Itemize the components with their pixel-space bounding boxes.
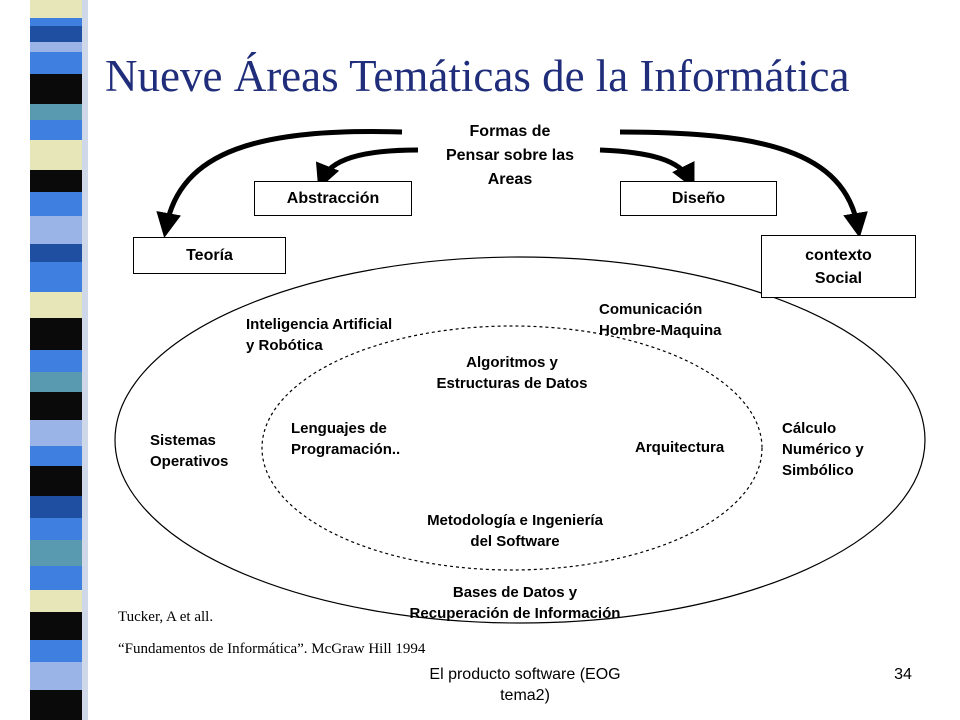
stripe-block xyxy=(30,170,82,192)
stripe-block xyxy=(30,372,82,392)
stripe-block xyxy=(30,0,82,18)
arrow-to-contexto xyxy=(619,129,868,238)
inner-dashed-ellipse xyxy=(261,325,763,571)
stripe-block xyxy=(30,540,82,566)
stripe-block xyxy=(30,420,82,446)
stripe-shadow xyxy=(82,446,88,466)
stripe-shadow xyxy=(82,392,88,420)
box-diseno: Diseño xyxy=(620,181,777,216)
arrow-to-teoria xyxy=(156,129,403,238)
stripe-block xyxy=(30,662,82,690)
footer-text: El producto software (EOG tema2) xyxy=(400,664,650,706)
stripe-block xyxy=(30,590,82,612)
stripe-shadow xyxy=(82,640,88,662)
slide-title: Nueve Áreas Temáticas de la Informática xyxy=(105,51,850,101)
arrow-to-abstraccion xyxy=(315,147,419,190)
stripe-shadow xyxy=(82,18,88,26)
stripe-shadow xyxy=(82,350,88,372)
stripe-shadow xyxy=(82,372,88,392)
stripe-block xyxy=(30,104,82,120)
stripe-block xyxy=(30,392,82,420)
area-arquitectura: Arquitectura xyxy=(635,439,725,456)
stripe-block xyxy=(30,74,82,104)
stripe-shadow xyxy=(82,26,88,42)
stripe-shadow xyxy=(82,590,88,612)
arrow-to-diseno xyxy=(599,147,695,189)
area-bases-de-datos: Bases de Datos y Recuperación de Informa… xyxy=(409,584,621,622)
stripe-shadow xyxy=(82,140,88,170)
stripe-shadow xyxy=(82,496,88,518)
stripe-shadow xyxy=(82,170,88,192)
decorative-stripe-band xyxy=(0,0,110,720)
stripe-block xyxy=(30,120,82,140)
page-number: 34 xyxy=(894,666,912,683)
stripe-shadow xyxy=(82,566,88,590)
area-comunicacion-hombre-maquina: Comunicación Hombre-Maquina xyxy=(599,301,722,339)
stripe-block xyxy=(30,640,82,662)
stripe-block xyxy=(30,140,82,170)
stripe-shadow xyxy=(82,42,88,52)
stripe-shadow xyxy=(82,104,88,120)
citation-book: “Fundamentos de Informática”. McGraw Hil… xyxy=(118,641,426,657)
stripe-shadow xyxy=(82,612,88,640)
stripe-block xyxy=(30,216,82,244)
box-teoria: Teoría xyxy=(133,237,286,274)
stripe-block xyxy=(30,292,82,318)
stripe-block xyxy=(30,518,82,540)
stripe-shadow xyxy=(82,292,88,318)
stripe-block xyxy=(30,690,82,720)
stripe-shadow xyxy=(82,518,88,540)
outer-ellipse xyxy=(114,256,926,624)
stripe-shadow xyxy=(82,192,88,216)
stripe-block xyxy=(30,318,82,350)
center-label-formas-de-pensar: Formas de Pensar sobre las Areas xyxy=(445,123,575,188)
area-sistemas-operativos: Sistemas Operativos xyxy=(150,432,229,470)
stripe-shadow xyxy=(82,690,88,720)
stripe-block xyxy=(30,466,82,496)
area-lenguajes-de-programacion: Lenguajes de Programación.. xyxy=(291,420,401,458)
stripe-shadow xyxy=(82,420,88,446)
stripe-block xyxy=(30,18,82,26)
stripe-shadow xyxy=(82,466,88,496)
area-inteligencia-artificial: Inteligencia Artificial y Robótica xyxy=(246,316,393,354)
stripe-shadow xyxy=(82,216,88,244)
stripe-shadow xyxy=(82,120,88,140)
area-algoritmos: Algoritmos y Estructuras de Datos xyxy=(436,354,588,392)
stripe-block xyxy=(30,566,82,590)
stripe-shadow xyxy=(82,52,88,74)
stripe-shadow xyxy=(82,540,88,566)
stripe-shadow xyxy=(82,244,88,262)
footer-text-label: El producto software (EOG tema2) xyxy=(429,666,621,704)
stripe-block xyxy=(30,42,82,52)
stripe-block xyxy=(30,192,82,216)
stripe-block xyxy=(30,446,82,466)
stripe-shadow xyxy=(82,74,88,104)
box-contexto-social: contexto Social xyxy=(761,235,916,298)
citation-author: Tucker, A et all. xyxy=(118,609,214,625)
box-abstraccion: Abstracción xyxy=(254,181,412,216)
stripe-block xyxy=(30,52,82,74)
box-contexto-social-label: contexto Social xyxy=(805,246,872,287)
stripe-shadow xyxy=(82,0,88,18)
stripe-block xyxy=(30,262,82,292)
stripe-block xyxy=(30,496,82,518)
stripe-shadow xyxy=(82,662,88,690)
stripe-block xyxy=(30,350,82,372)
area-metodologia: Metodología e Ingeniería del Software xyxy=(427,512,603,550)
stripe-block xyxy=(30,244,82,262)
stripe-block xyxy=(30,26,82,42)
stripe-block xyxy=(30,612,82,640)
area-calculo-numerico: Cálculo Numérico y Simbólico xyxy=(782,420,864,479)
stripe-shadow xyxy=(82,262,88,292)
stripe-shadow xyxy=(82,318,88,350)
